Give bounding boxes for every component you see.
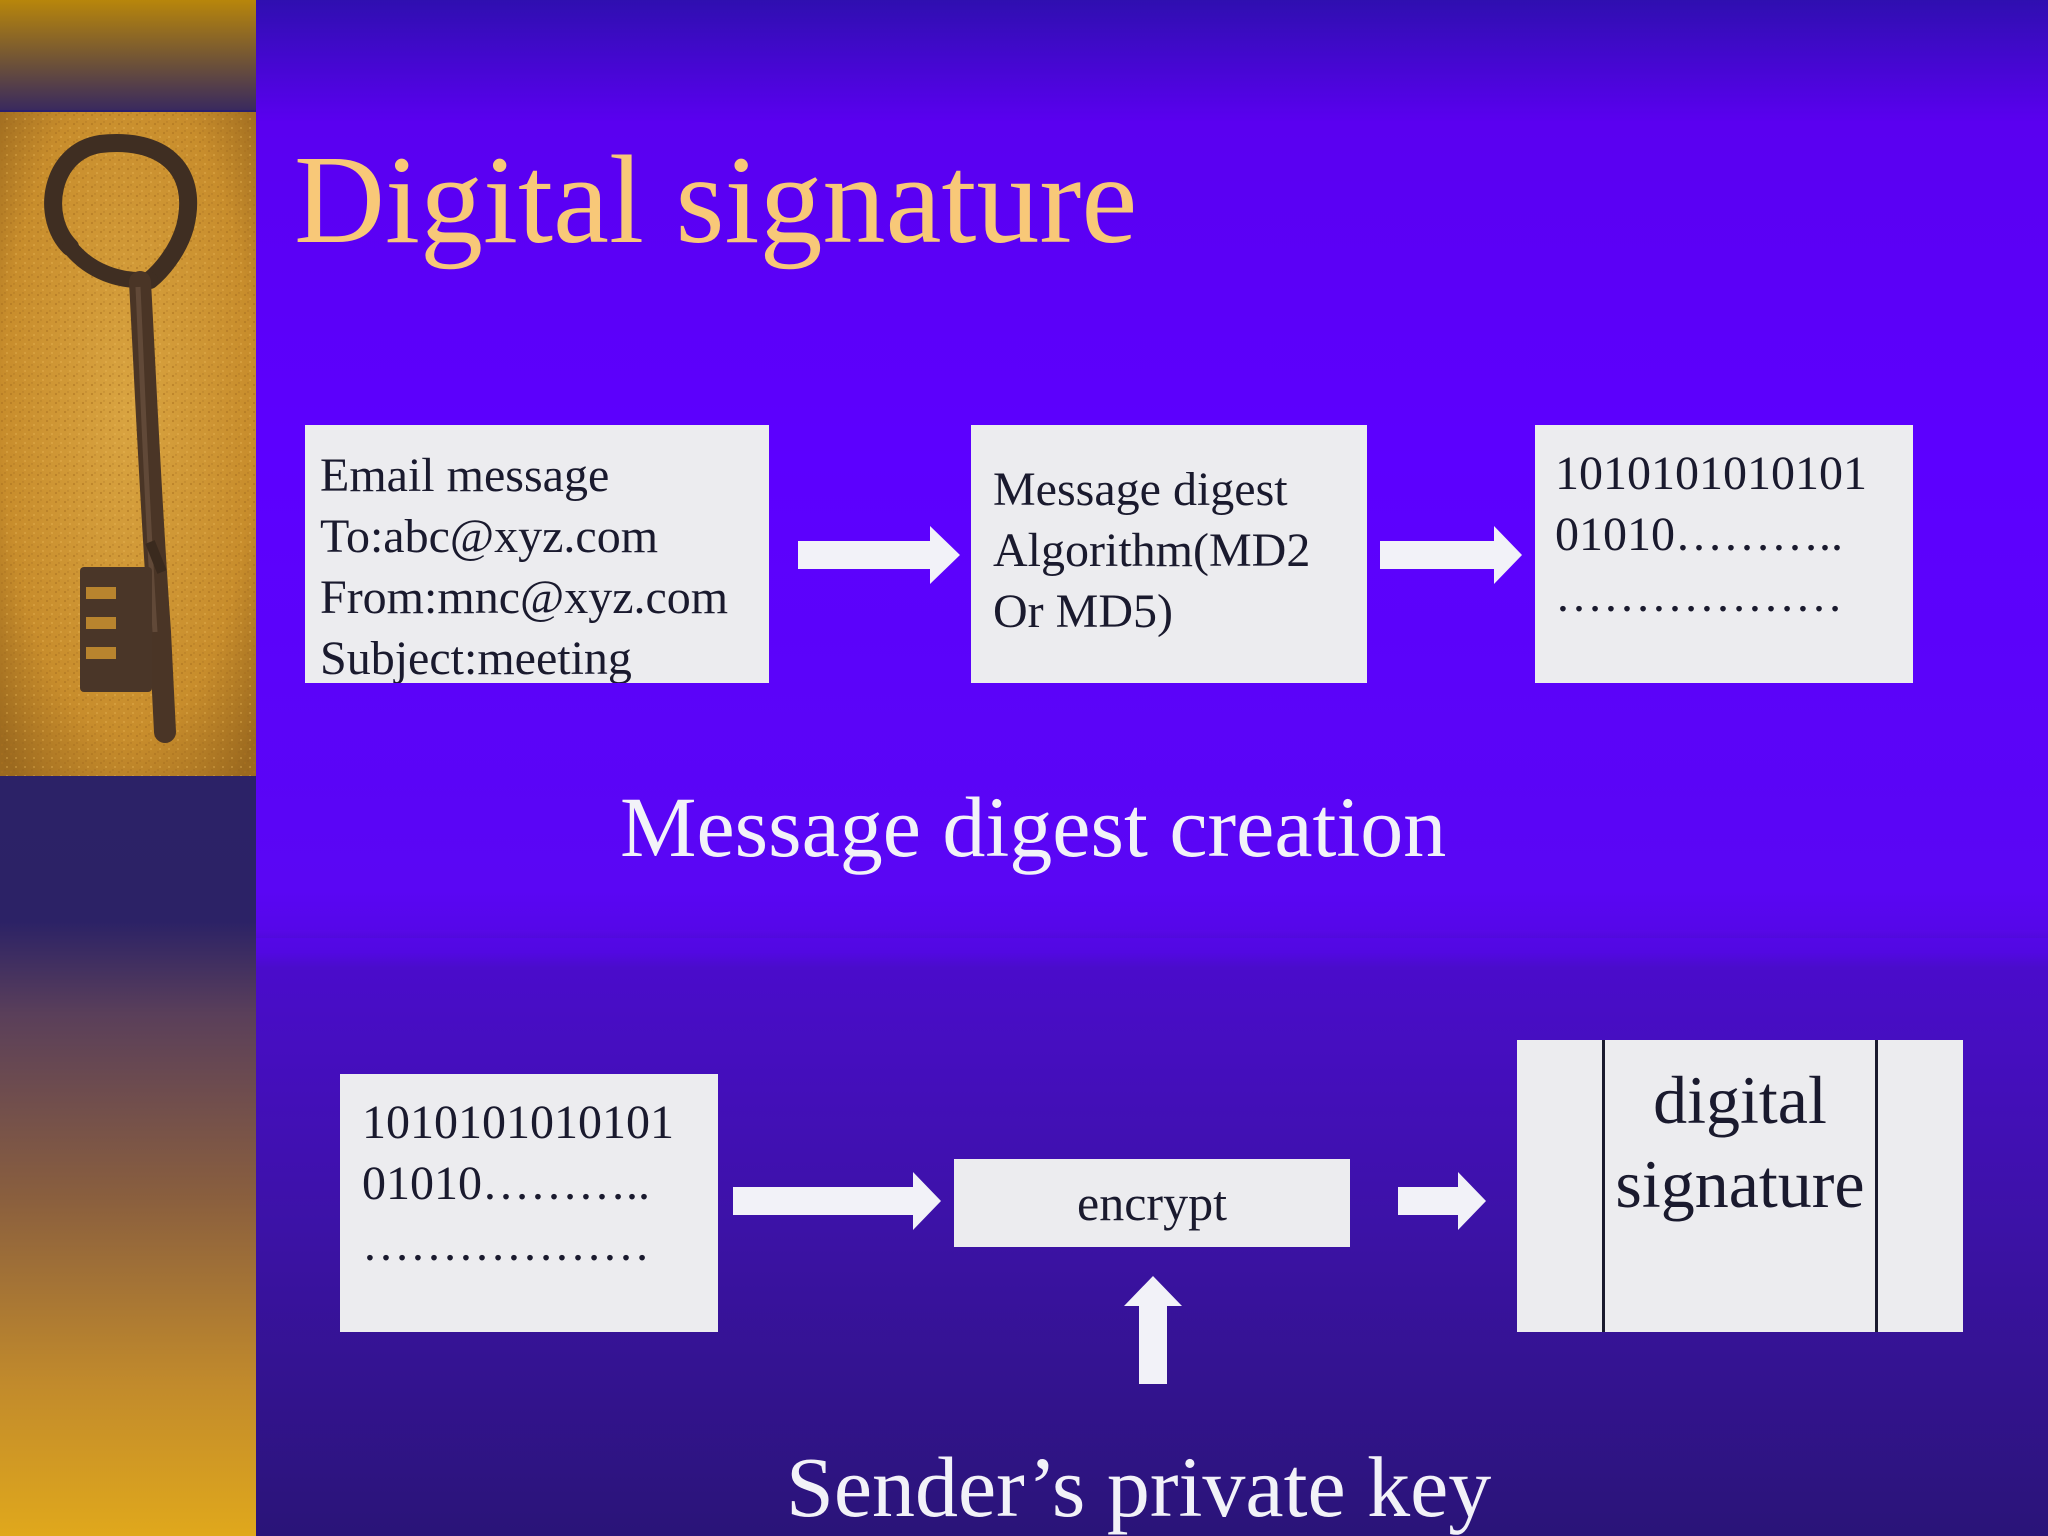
- digital-signature-box: digital signature: [1517, 1040, 1963, 1332]
- signature-right-rule: [1875, 1040, 1878, 1332]
- signature-left-rule: [1602, 1040, 1605, 1332]
- input-digest-line-2: 01010………..: [362, 1157, 650, 1210]
- arrow-right-3: [733, 1172, 941, 1230]
- arrow-right-1: [798, 526, 960, 584]
- email-line-3: From:mnc@xyz.com: [320, 571, 729, 624]
- signature-line-1: digital: [1653, 1062, 1827, 1138]
- sidebar-top-strip: [0, 0, 256, 110]
- signature-text: digital signature: [1517, 1058, 1963, 1226]
- private-key-caption: Sender’s private key: [786, 1439, 1492, 1535]
- message-digest-box: 1010101010101 01010……….. ………………: [1535, 425, 1913, 683]
- input-digest-line-3: ………………: [362, 1218, 650, 1271]
- digest-line-1: 1010101010101: [1555, 447, 1867, 500]
- algorithm-line-3: Or MD5): [993, 585, 1173, 638]
- digest-line-2: 01010………..: [1555, 508, 1843, 561]
- algorithm-line-1: Message digest: [993, 463, 1288, 516]
- slide-title: Digital signature: [294, 131, 1138, 270]
- encrypt-label: encrypt: [1077, 1175, 1227, 1231]
- input-digest-line-1: 1010101010101: [362, 1096, 674, 1149]
- signature-line-2: signature: [1615, 1146, 1865, 1222]
- digest-line-3: ………………: [1555, 569, 1843, 622]
- arrow-right-4: [1398, 1172, 1486, 1230]
- arrow-up: [1124, 1276, 1182, 1384]
- section-divider: [256, 930, 2048, 938]
- email-line-4: Subject:meeting: [320, 632, 632, 683]
- email-line-1: Email message: [320, 449, 610, 502]
- old-key-image: [0, 112, 256, 776]
- digest-input-box: 1010101010101 01010……….. ………………: [340, 1074, 718, 1332]
- email-line-2: To:abc@xyz.com: [320, 510, 659, 563]
- digest-algorithm-box: Message digest Algorithm(MD2 Or MD5): [971, 425, 1367, 683]
- algorithm-line-2: Algorithm(MD2: [993, 524, 1311, 577]
- email-message-box: Email message To:abc@xyz.com From:mnc@xy…: [305, 425, 769, 683]
- creation-caption: Message digest creation: [620, 779, 1447, 875]
- encrypt-box: encrypt: [954, 1159, 1350, 1247]
- arrow-right-2: [1380, 526, 1522, 584]
